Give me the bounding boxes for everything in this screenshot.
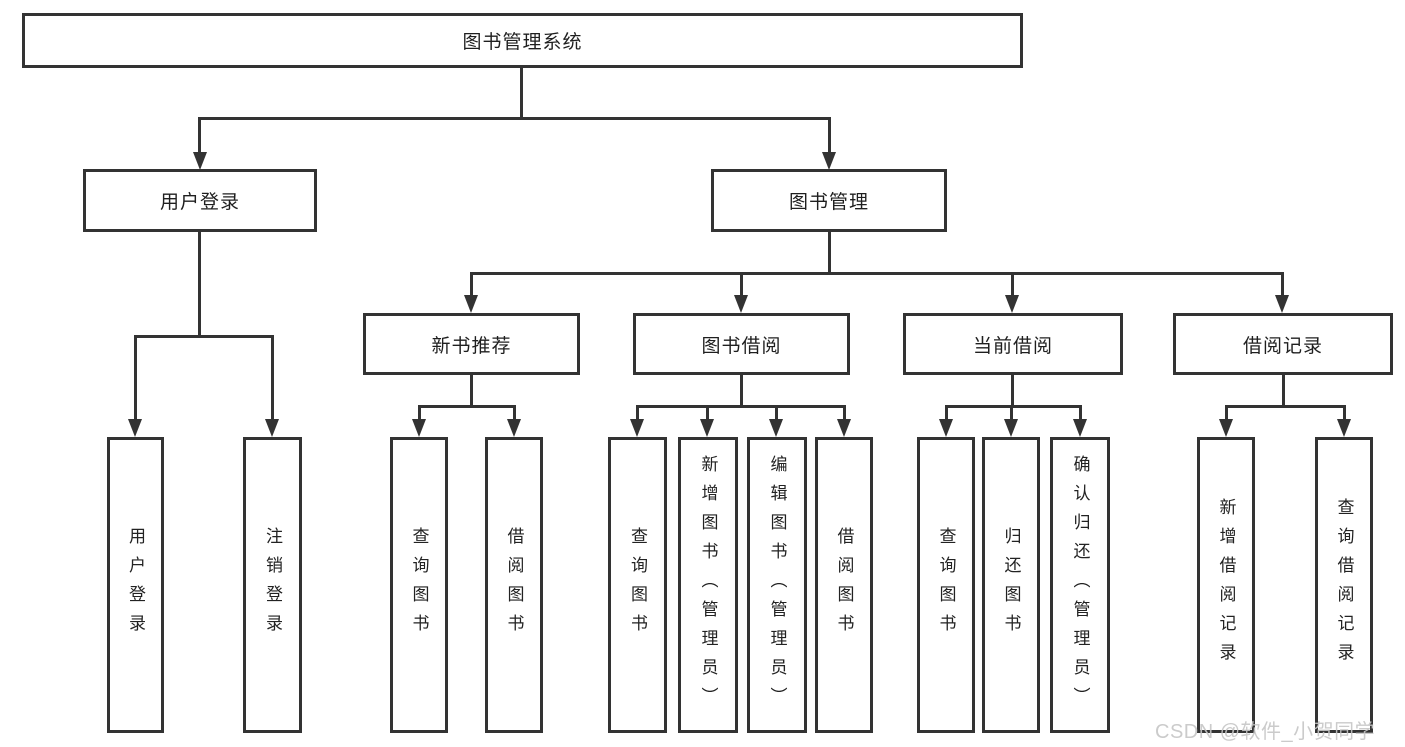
leaf-records-add: 新增借阅记录 (1197, 437, 1255, 733)
arrowhead-records-1-icon (1219, 419, 1233, 437)
node-book-borrow-label: 图书借阅 (701, 335, 782, 357)
leaf-logout-label: 注销登录 (263, 527, 282, 643)
arrowhead-borrow-2-icon (700, 419, 714, 437)
connector-drop-borrow-1 (636, 405, 639, 421)
node-user-login-label: 用户登录 (159, 192, 240, 213)
connector-current-stem (1011, 375, 1014, 408)
leaf-user-login: 用户登录 (107, 437, 164, 733)
arrowhead-current-3-icon (1073, 419, 1087, 437)
leaf-current-query: 查询图书 (917, 437, 975, 733)
connector-newbook-bus (418, 405, 516, 408)
connector-login-stem (198, 232, 201, 338)
connector-drop-current-3 (1079, 405, 1082, 421)
arrowhead-borrow-4-icon (837, 419, 851, 437)
leaf-current-confirm-admin: 确认归还（管理员） (1050, 437, 1110, 733)
leaf-current-query-label: 查询图书 (936, 527, 956, 643)
connector-drop-bookmgmt (828, 117, 831, 155)
connector-records-bus (1225, 405, 1345, 408)
arrowhead-login-icon (193, 152, 207, 170)
arrowhead-newbook-icon (464, 295, 478, 313)
connector-borrow-stem (740, 375, 743, 408)
node-current-borrow: 当前借阅 (903, 313, 1123, 375)
leaf-borrow-borrow: 借阅图书 (815, 437, 873, 733)
node-book-borrow: 图书借阅 (633, 313, 850, 375)
connector-root-stem (520, 68, 523, 120)
leaf-borrow-add-admin: 新增图书（管理员） (678, 437, 738, 733)
connector-bookmgmt-stem (828, 232, 831, 275)
connector-borrow-bus (636, 405, 846, 408)
connector-drop-records-1 (1225, 405, 1228, 421)
leaf-records-add-label: 新增借阅记录 (1216, 498, 1236, 672)
node-book-management: 图书管理 (711, 169, 947, 232)
leaf-newbook-borrow: 借阅图书 (485, 437, 543, 733)
arrowhead-newbook-2-icon (507, 419, 521, 437)
connector-drop-leaf-logout (271, 335, 274, 421)
connector-drop-records (1281, 272, 1284, 298)
leaf-current-return: 归还图书 (982, 437, 1040, 733)
arrowhead-current-1-icon (939, 419, 953, 437)
arrowhead-borrow-3-icon (769, 419, 783, 437)
connector-drop-borrow-2 (706, 405, 709, 421)
csdn-watermark: CSDN @软件_小贺同学 (1155, 721, 1376, 743)
connector-drop-newbook-1 (418, 405, 421, 421)
node-borrow-records-label: 借阅记录 (1242, 335, 1323, 357)
node-book-management-label: 图书管理 (788, 192, 869, 213)
leaf-user-login-label: 用户登录 (126, 527, 145, 643)
leaf-current-confirm-admin-label: 确认归还（管理员） (1070, 454, 1090, 716)
leaf-borrow-edit-admin-label: 编辑图书（管理员） (767, 454, 787, 716)
connector-drop-current (1011, 272, 1014, 298)
connector-drop-current-1 (945, 405, 948, 421)
node-current-borrow-label: 当前借阅 (972, 335, 1053, 357)
connector-drop-borrow (740, 272, 743, 298)
connector-current-bus (945, 405, 1082, 408)
connector-drop-newbook-2 (513, 405, 516, 421)
connector-newbook-stem (470, 375, 473, 408)
node-new-book-recommend: 新书推荐 (363, 313, 580, 375)
leaf-logout: 注销登录 (243, 437, 302, 733)
arrowhead-leaf-login-icon (128, 419, 142, 437)
arrowhead-current-icon (1005, 295, 1019, 313)
arrowhead-newbook-1-icon (412, 419, 426, 437)
leaf-borrow-borrow-label: 借阅图书 (834, 527, 854, 643)
leaf-borrow-add-admin-label: 新增图书（管理员） (698, 454, 718, 716)
connector-drop-login (198, 117, 201, 155)
leaf-borrow-query: 查询图书 (608, 437, 667, 733)
arrowhead-records-2-icon (1337, 419, 1351, 437)
connector-drop-current-2 (1010, 405, 1013, 421)
arrowhead-borrow-icon (734, 295, 748, 313)
leaf-borrow-edit-admin: 编辑图书（管理员） (747, 437, 807, 733)
connector-level2-bus (198, 117, 831, 120)
arrowhead-borrow-1-icon (630, 419, 644, 437)
arrowhead-bookmgmt-icon (822, 152, 836, 170)
connector-drop-borrow-3 (775, 405, 778, 421)
node-root-system: 图书管理系统 (22, 13, 1023, 68)
leaf-current-return-label: 归还图书 (1001, 527, 1021, 643)
leaf-newbook-query: 查询图书 (390, 437, 448, 733)
connector-drop-borrow-4 (843, 405, 846, 421)
node-borrow-records: 借阅记录 (1173, 313, 1393, 375)
arrowhead-current-2-icon (1004, 419, 1018, 437)
node-new-book-recommend-label: 新书推荐 (431, 335, 512, 357)
leaf-borrow-query-label: 查询图书 (628, 527, 647, 643)
connector-drop-records-2 (1343, 405, 1346, 421)
leaf-records-query: 查询借阅记录 (1315, 437, 1373, 733)
connector-level3-bus (470, 272, 1284, 275)
node-user-login: 用户登录 (83, 169, 317, 232)
leaf-newbook-query-label: 查询图书 (409, 527, 429, 643)
arrowhead-records-icon (1275, 295, 1289, 313)
leaf-newbook-borrow-label: 借阅图书 (504, 527, 524, 643)
connector-drop-leaf-login (134, 335, 137, 421)
connector-login-bus (134, 335, 274, 338)
arrowhead-leaf-logout-icon (265, 419, 279, 437)
connector-drop-newbook (470, 272, 473, 298)
node-root-label: 图书管理系统 (462, 32, 583, 53)
connector-records-stem (1282, 375, 1285, 408)
leaf-records-query-label: 查询借阅记录 (1334, 498, 1354, 672)
